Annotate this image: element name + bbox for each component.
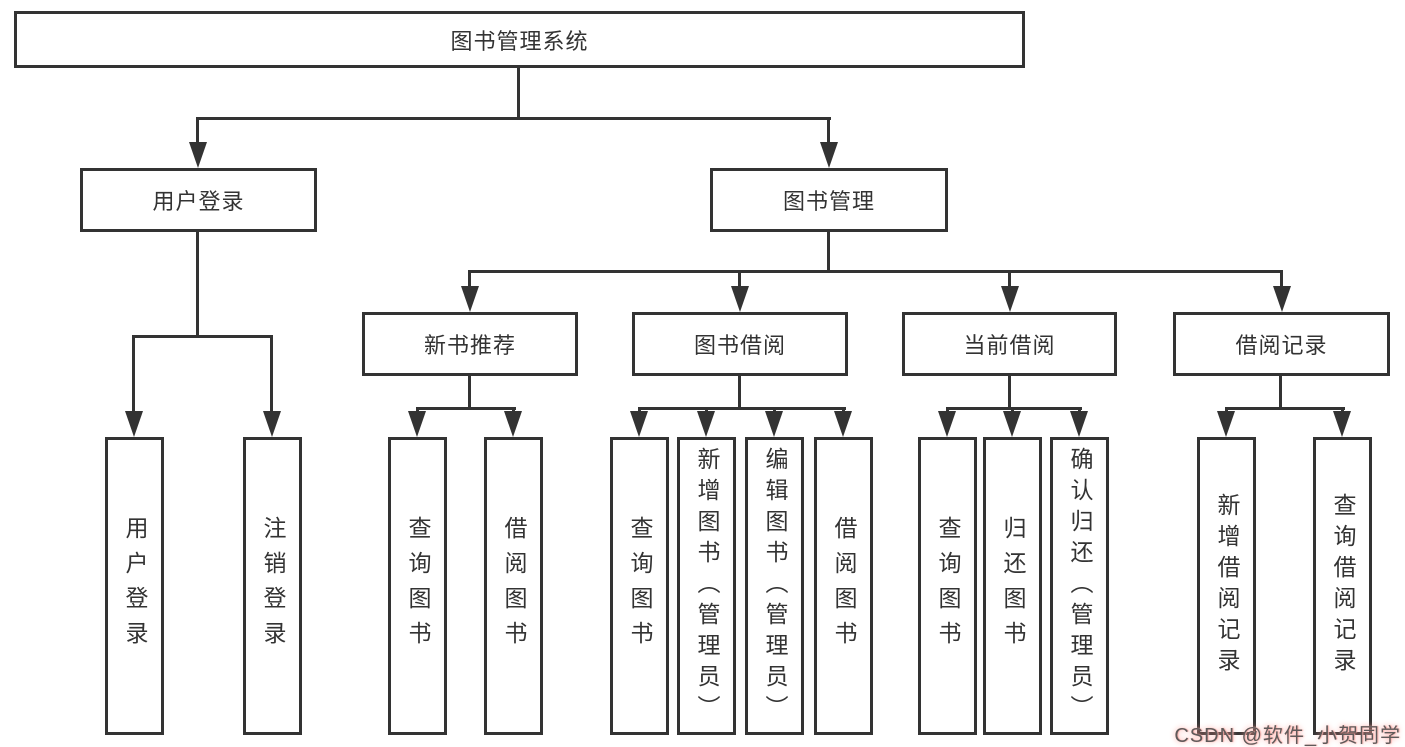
connector-drop xyxy=(827,117,830,147)
connector-branch xyxy=(1225,407,1345,410)
leaf-query-books-recommend: 查询图书 xyxy=(388,437,447,735)
arrow-down-icon xyxy=(1217,411,1235,437)
leaf-return-books: 归还图书 xyxy=(983,437,1042,735)
leaf-logout-label: 注销登录 xyxy=(260,516,286,656)
leaf-label: 新增图书（管理员） xyxy=(694,446,720,726)
arrow-down-icon xyxy=(1273,286,1291,312)
leaf-label: 新增借阅记录 xyxy=(1214,493,1240,679)
node-user-login: 用户登录 xyxy=(80,168,317,232)
arrow-down-icon xyxy=(820,142,838,168)
connector-drop xyxy=(1280,270,1283,290)
connector-stem xyxy=(196,230,199,337)
arrow-down-icon xyxy=(504,411,522,437)
node-borrowing-records-label: 借阅记录 xyxy=(1235,333,1328,358)
connector-l1-branch xyxy=(196,117,831,120)
leaf-label: 借阅图书 xyxy=(501,516,527,656)
connector-drop xyxy=(196,117,199,147)
leaf-edit-books-admin: 编辑图书（管理员） xyxy=(745,437,804,735)
node-book-management: 图书管理 xyxy=(710,168,948,232)
connector-stem xyxy=(1008,374,1011,409)
leaf-borrow-books: 借阅图书 xyxy=(814,437,873,735)
leaf-user-login: 用户登录 xyxy=(105,437,164,735)
arrow-down-icon xyxy=(1003,411,1021,437)
arrow-down-icon xyxy=(630,411,648,437)
connector-drop xyxy=(270,335,273,413)
csdn-watermark: CSDN @软件_小贺同学 xyxy=(1174,725,1401,747)
leaf-add-books-admin: 新增图书（管理员） xyxy=(677,437,736,735)
arrow-down-icon xyxy=(731,286,749,312)
arrow-down-icon xyxy=(189,142,207,168)
leaf-confirm-return-admin: 确认归还（管理员） xyxy=(1050,437,1109,735)
arrow-down-icon xyxy=(1070,411,1088,437)
connector-branch xyxy=(416,407,516,410)
node-borrowing-records: 借阅记录 xyxy=(1173,312,1390,376)
connector-l2-branch xyxy=(468,270,1283,273)
leaf-logout: 注销登录 xyxy=(243,437,302,735)
leaf-user-login-label: 用户登录 xyxy=(122,516,148,656)
arrow-down-icon xyxy=(697,411,715,437)
leaf-label: 借阅图书 xyxy=(831,516,857,656)
leaf-label: 查询图书 xyxy=(935,516,961,656)
node-user-login-label: 用户登录 xyxy=(152,189,245,214)
node-root: 图书管理系统 xyxy=(14,11,1025,68)
arrow-down-icon xyxy=(1333,411,1351,437)
node-book-borrowing-label: 图书借阅 xyxy=(693,333,786,358)
connector-branch xyxy=(638,407,846,410)
connector-drop xyxy=(738,270,741,290)
leaf-query-borrow-record: 查询借阅记录 xyxy=(1313,437,1372,735)
arrow-down-icon xyxy=(408,411,426,437)
node-book-borrowing: 图书借阅 xyxy=(632,312,848,376)
connector-stem xyxy=(1279,374,1282,409)
connector-branch xyxy=(132,335,273,338)
leaf-borrow-books-recommend: 借阅图书 xyxy=(484,437,543,735)
node-new-book-recommend: 新书推荐 xyxy=(362,312,578,376)
leaf-label: 查询借阅记录 xyxy=(1330,493,1356,679)
arrow-down-icon xyxy=(125,411,143,437)
arrow-down-icon xyxy=(938,411,956,437)
arrow-down-icon xyxy=(1001,286,1019,312)
node-current-borrowing-label: 当前借阅 xyxy=(963,333,1056,358)
arrow-down-icon xyxy=(834,411,852,437)
leaf-label: 归还图书 xyxy=(1000,516,1026,656)
connector-stem xyxy=(738,374,741,409)
connector-stem xyxy=(827,230,830,272)
arrow-down-icon xyxy=(765,411,783,437)
connector-drop xyxy=(132,335,135,413)
leaf-query-books-borrowing: 查询图书 xyxy=(610,437,669,735)
leaf-add-borrow-record: 新增借阅记录 xyxy=(1197,437,1256,735)
connector-branch xyxy=(946,407,1082,410)
node-book-management-label: 图书管理 xyxy=(782,189,875,214)
leaf-label: 查询图书 xyxy=(627,516,653,656)
leaf-label: 编辑图书（管理员） xyxy=(762,446,788,726)
connector-root-stem xyxy=(517,68,520,118)
leaf-label: 查询图书 xyxy=(405,516,431,656)
node-root-label: 图书管理系统 xyxy=(450,28,589,54)
arrow-down-icon xyxy=(263,411,281,437)
leaf-query-books-current: 查询图书 xyxy=(918,437,977,735)
connector-drop xyxy=(468,270,471,290)
connector-stem xyxy=(468,374,471,409)
arrow-down-icon xyxy=(461,286,479,312)
leaf-label: 确认归还（管理员） xyxy=(1067,446,1093,726)
node-current-borrowing: 当前借阅 xyxy=(902,312,1117,376)
node-new-book-recommend-label: 新书推荐 xyxy=(423,333,516,358)
connector-drop xyxy=(1008,270,1011,290)
